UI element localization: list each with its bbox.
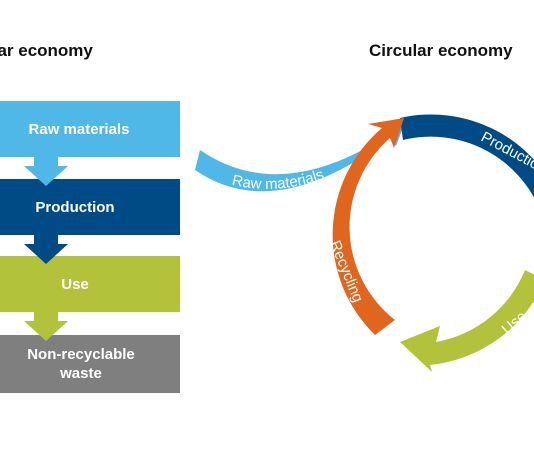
circular-raw-materials-label: Raw materials (231, 166, 327, 193)
circular-raw-materials-arrow (195, 122, 405, 192)
linear-use-block: Use (0, 256, 180, 312)
circular-use-arc (400, 270, 534, 372)
circular-production-arc (400, 114, 534, 198)
circular-economy-title: Circular economy (369, 41, 513, 60)
linear-production-label: Production (35, 198, 115, 216)
circular-recycling-arc (332, 118, 404, 335)
linear-production-block: Production (0, 179, 180, 235)
linear-waste-label-line2: waste (60, 365, 102, 382)
arrow-production-to-use (24, 235, 68, 264)
linear-raw-materials-label: Raw materials (28, 120, 130, 138)
linear-economy-title: ear economy (0, 41, 93, 60)
linear-use-label: Use (61, 275, 89, 293)
arrow-raw-to-production (24, 157, 68, 186)
arrow-use-to-waste (24, 312, 68, 341)
linear-waste-label-wrap: Non-recyclable waste (27, 345, 135, 383)
linear-waste-label-line1: Non-recyclable (27, 346, 135, 363)
linear-raw-materials-block: Raw materials (0, 101, 180, 157)
linear-waste-block: Non-recyclable waste (0, 335, 180, 393)
